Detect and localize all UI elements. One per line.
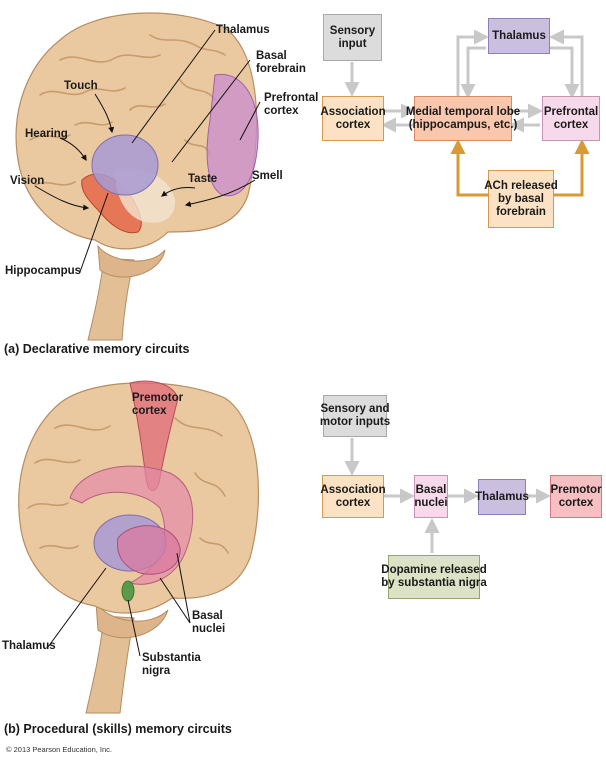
- box-premotor-cortex: Premotor cortex: [550, 475, 602, 518]
- box-ach-released: ACh released by basal forebrain: [484, 170, 558, 228]
- brainstem-b: [85, 615, 135, 714]
- label-hippocampus: Hippocampus: [5, 265, 82, 277]
- label-touch: Touch: [64, 80, 98, 92]
- panel-declarative: Thalamus Basal forebrain Prefrontal cort…: [0, 0, 606, 360]
- label-basal-forebrain: Basal forebrain: [256, 50, 306, 75]
- box-thalamus-b: Thalamus: [475, 479, 529, 515]
- box-association-cortex: Association cortex: [320, 96, 386, 141]
- box-basal-nuclei: Basal nuclei: [414, 475, 448, 518]
- thalamus-region: [91, 134, 159, 196]
- brain-procedural: [18, 380, 260, 714]
- label-substantia-nigra: Substantia nigra: [142, 652, 201, 677]
- panel-procedural: Premotor cortex Thalamus Basal nuclei Su…: [0, 378, 606, 743]
- cerebral-hemisphere: [15, 12, 258, 250]
- box-dopamine-released: Dopamine released by substantia nigra: [381, 555, 487, 599]
- caption-declarative: (a) Declarative memory circuits: [4, 342, 190, 356]
- procedural-illustration: [18, 380, 551, 714]
- label-taste: Taste: [188, 173, 218, 185]
- substantia-nigra-region: [121, 580, 135, 602]
- label-prefrontal-cortex: Prefrontal cortex: [264, 92, 319, 117]
- brain-declarative: [15, 12, 259, 341]
- brainstem: [87, 257, 135, 341]
- box-prefrontal-cortex: Prefrontal cortex: [542, 96, 600, 141]
- cerebellum-b: [95, 601, 169, 639]
- declarative-illustration: [15, 12, 590, 341]
- box-medial-temporal-lobe: Medial temporal lobe (hippocampus, etc.): [406, 96, 520, 141]
- label-vision: Vision: [10, 175, 45, 187]
- label-hearing: Hearing: [25, 128, 68, 140]
- box-sensory-input: Sensory input: [323, 14, 382, 61]
- label-smell: Smell: [252, 170, 283, 182]
- cerebellum: [97, 244, 166, 278]
- box-thalamus: Thalamus: [488, 18, 550, 54]
- caption-procedural: (b) Procedural (skills) memory circuits: [4, 722, 232, 736]
- copyright-notice: © 2013 Pearson Education, Inc.: [6, 745, 113, 754]
- label-basal-nuclei: Basal nuclei: [192, 610, 226, 635]
- box-sensory-motor-inputs: Sensory and motor inputs: [320, 395, 390, 437]
- box-association-cortex-b: Association cortex: [320, 475, 386, 518]
- putamen-region: [116, 525, 181, 575]
- label-thalamus: Thalamus: [216, 24, 270, 36]
- label-thalamus-b: Thalamus: [2, 640, 56, 652]
- label-premotor-cortex: Premotor cortex: [132, 392, 184, 417]
